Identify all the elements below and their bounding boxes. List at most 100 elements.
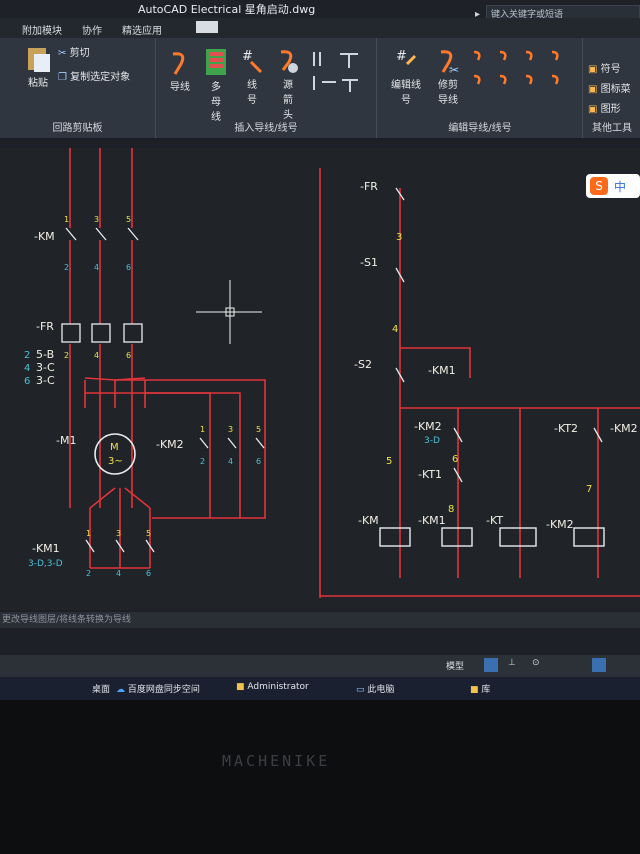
graphic-button[interactable]: ▣ 图形 [588,100,621,115]
command-line[interactable]: 更改导线图层/将线条转换为导线 [0,612,640,628]
fr-pin-2: 2 [64,351,69,360]
km2-pin-top-3: 3 [228,425,233,434]
graphic-icon: ▣ [588,104,598,115]
motor-3: 3~ [108,456,123,467]
ime-mode[interactable]: 中 [614,180,627,194]
edit-wire-tools-group[interactable] [470,46,580,102]
km1-pin-bot-6: 6 [146,569,151,578]
svg-text:#: # [242,49,253,64]
ref-0: 5-B [36,348,54,361]
computer-icon: ▭ [356,685,365,695]
symbol-label: 符号 [600,64,621,75]
label-m1: -M1 [56,434,76,447]
label-km: -KM [34,230,55,243]
wire-num-7: 7 [586,484,592,495]
label-km2-contact: -KM2 [414,420,442,433]
autocad-screen: AutoCAD Electrical 星角启动.dwg 键入关键字或短语 ▸ 附… [0,0,640,700]
status-bar: 模型 ⊥ ⊙ [0,655,640,677]
label-s2: -S2 [354,358,372,371]
scissors-icon: ✂ [58,48,67,59]
label-km1-contact: -KM1 [428,364,456,377]
wire-num-5: 5 [386,456,392,467]
taskbar-baidu-label: 百度网盘同步空间 [127,685,200,695]
icon-menu-button[interactable]: ▣ 图标菜 [588,80,631,95]
cut-button[interactable]: ✂ 剪切 [58,44,90,59]
label-s1: -S1 [360,256,378,269]
multi-bus-label: 多母线 [211,82,221,123]
power-wires [69,148,640,598]
grid-icon[interactable] [484,658,498,672]
label-kt1: -KT1 [418,468,442,481]
km2-pin-top-1: 1 [200,425,205,434]
taskbar-pc[interactable]: ▭ 此电脑 [356,682,394,695]
taskbar-admin[interactable]: ■ Administrator [236,682,309,692]
km2-pin-bot-2: 2 [200,457,205,466]
ime-toolbar[interactable]: S 中 [586,174,640,198]
svg-text:#: # [396,49,407,64]
taskbar-desktop[interactable]: 桌面 [92,685,111,695]
edit-wire-number-button[interactable]: # 编辑线号 [386,46,426,106]
trim-wire-button[interactable]: ✂ 修剪导线 [432,46,464,106]
km2-pin-top-5: 5 [256,425,261,434]
multi-bus-button[interactable]: 多母线 [200,46,232,123]
insert-wire-tools-group[interactable] [310,46,370,96]
snap-icon[interactable]: ⊥ [508,658,516,668]
title-bar: AutoCAD Electrical 星角启动.dwg 键入关键字或短语 ▸ [0,0,640,23]
menu-collaborate[interactable]: 协作 [82,26,102,37]
taskbar-lib-label: 库 [481,685,491,695]
km1-pin-top-1: 1 [86,529,91,538]
window-title: AutoCAD Electrical 星角启动.dwg [138,3,316,16]
graphic-label: 图形 [600,104,621,115]
km1-pin-bot-4: 4 [116,569,121,578]
label-kt2: -KT2 [554,422,578,435]
ortho-icon[interactable]: ⊙ [532,658,540,668]
wire-number-button[interactable]: # 线号 [236,46,268,106]
coil-symbols [379,527,605,547]
taskbar-baidu[interactable]: ☁ 百度网盘同步空间 [116,682,200,695]
paste-button[interactable]: 粘贴 [22,44,54,89]
drawing-canvas[interactable]: -KM -FR -M1 -KM2 -KM1 3-D,3-D M 3~ 2 5-B… [0,148,640,610]
copy-selected-button[interactable]: ❐ 复制选定对象 [58,68,130,83]
symbol-button[interactable]: ▣ 符号 [588,60,621,75]
wire-num-4: 4 [392,324,398,335]
wire-button[interactable]: 导线 [162,48,198,93]
menu-featured-apps[interactable]: 精选应用 [122,26,162,37]
coil-label-kt: -KT [486,514,503,527]
search-arrow-icon[interactable]: ▸ [475,9,481,20]
trim-wire-icon: ✂ [440,50,459,76]
km2-pin-bot-6: 6 [256,457,261,466]
wire-num-3: 3 [396,232,402,243]
source-arrow-button[interactable]: 源箭头 [272,46,304,121]
multi-bus-icon [206,49,226,75]
baidu-icon: ☁ [116,685,125,695]
wire-label: 导线 [170,82,190,93]
coil-label-km2: -KM2 [546,518,574,531]
label-km1-sub: 3-D,3-D [28,559,63,569]
ref-2: 3-C [36,374,55,387]
label-km1-left: -KM1 [32,542,60,555]
clipboard-panel: 粘贴 ✂ 剪切 ❐ 复制选定对象 回路剪贴板 [0,38,156,138]
km-pin-bot-4: 4 [94,263,99,272]
menu-addins[interactable]: 附加模块 [22,26,62,37]
wire-tools-icon [313,52,358,92]
other-tools-panel: ▣ 符号 ▣ 图标菜 ▣ 图形 其他工具 [584,38,640,138]
label-km2-sub: 3-D [424,436,440,446]
km2-pin-bot-4: 4 [228,457,233,466]
other-tools-panel-label: 其他工具 [592,123,632,134]
taskbar-lib[interactable]: ■ 库 [470,682,490,695]
edit-wire-number-label: 编辑线号 [391,80,421,106]
schematic[interactable]: -KM -FR -M1 -KM2 -KM1 3-D,3-D M 3~ 2 5-B… [0,148,640,610]
motor-m: M [110,442,119,453]
taskbar-admin-label: Administrator [247,682,309,692]
insert-wires-panel-label: 插入导线/线号 [234,123,298,134]
osnap-icon[interactable] [592,658,606,672]
folder-icon: ■ [236,682,245,692]
edit-wires-panel: # 编辑线号 ✂ 修剪导线 编辑导线/线号 [378,38,583,138]
label-fr: -FR [36,320,54,333]
insert-wires-panel: 导线 多母线 # 线号 源箭头 插入导线/线号 [156,38,377,138]
brand-logo: MACHENIKE [222,752,331,770]
trim-wire-label: 修剪导线 [438,80,458,106]
menu-toggle-button[interactable] [196,21,218,33]
crosshair-cursor [196,280,262,344]
model-tab[interactable]: 模型 [446,662,465,672]
